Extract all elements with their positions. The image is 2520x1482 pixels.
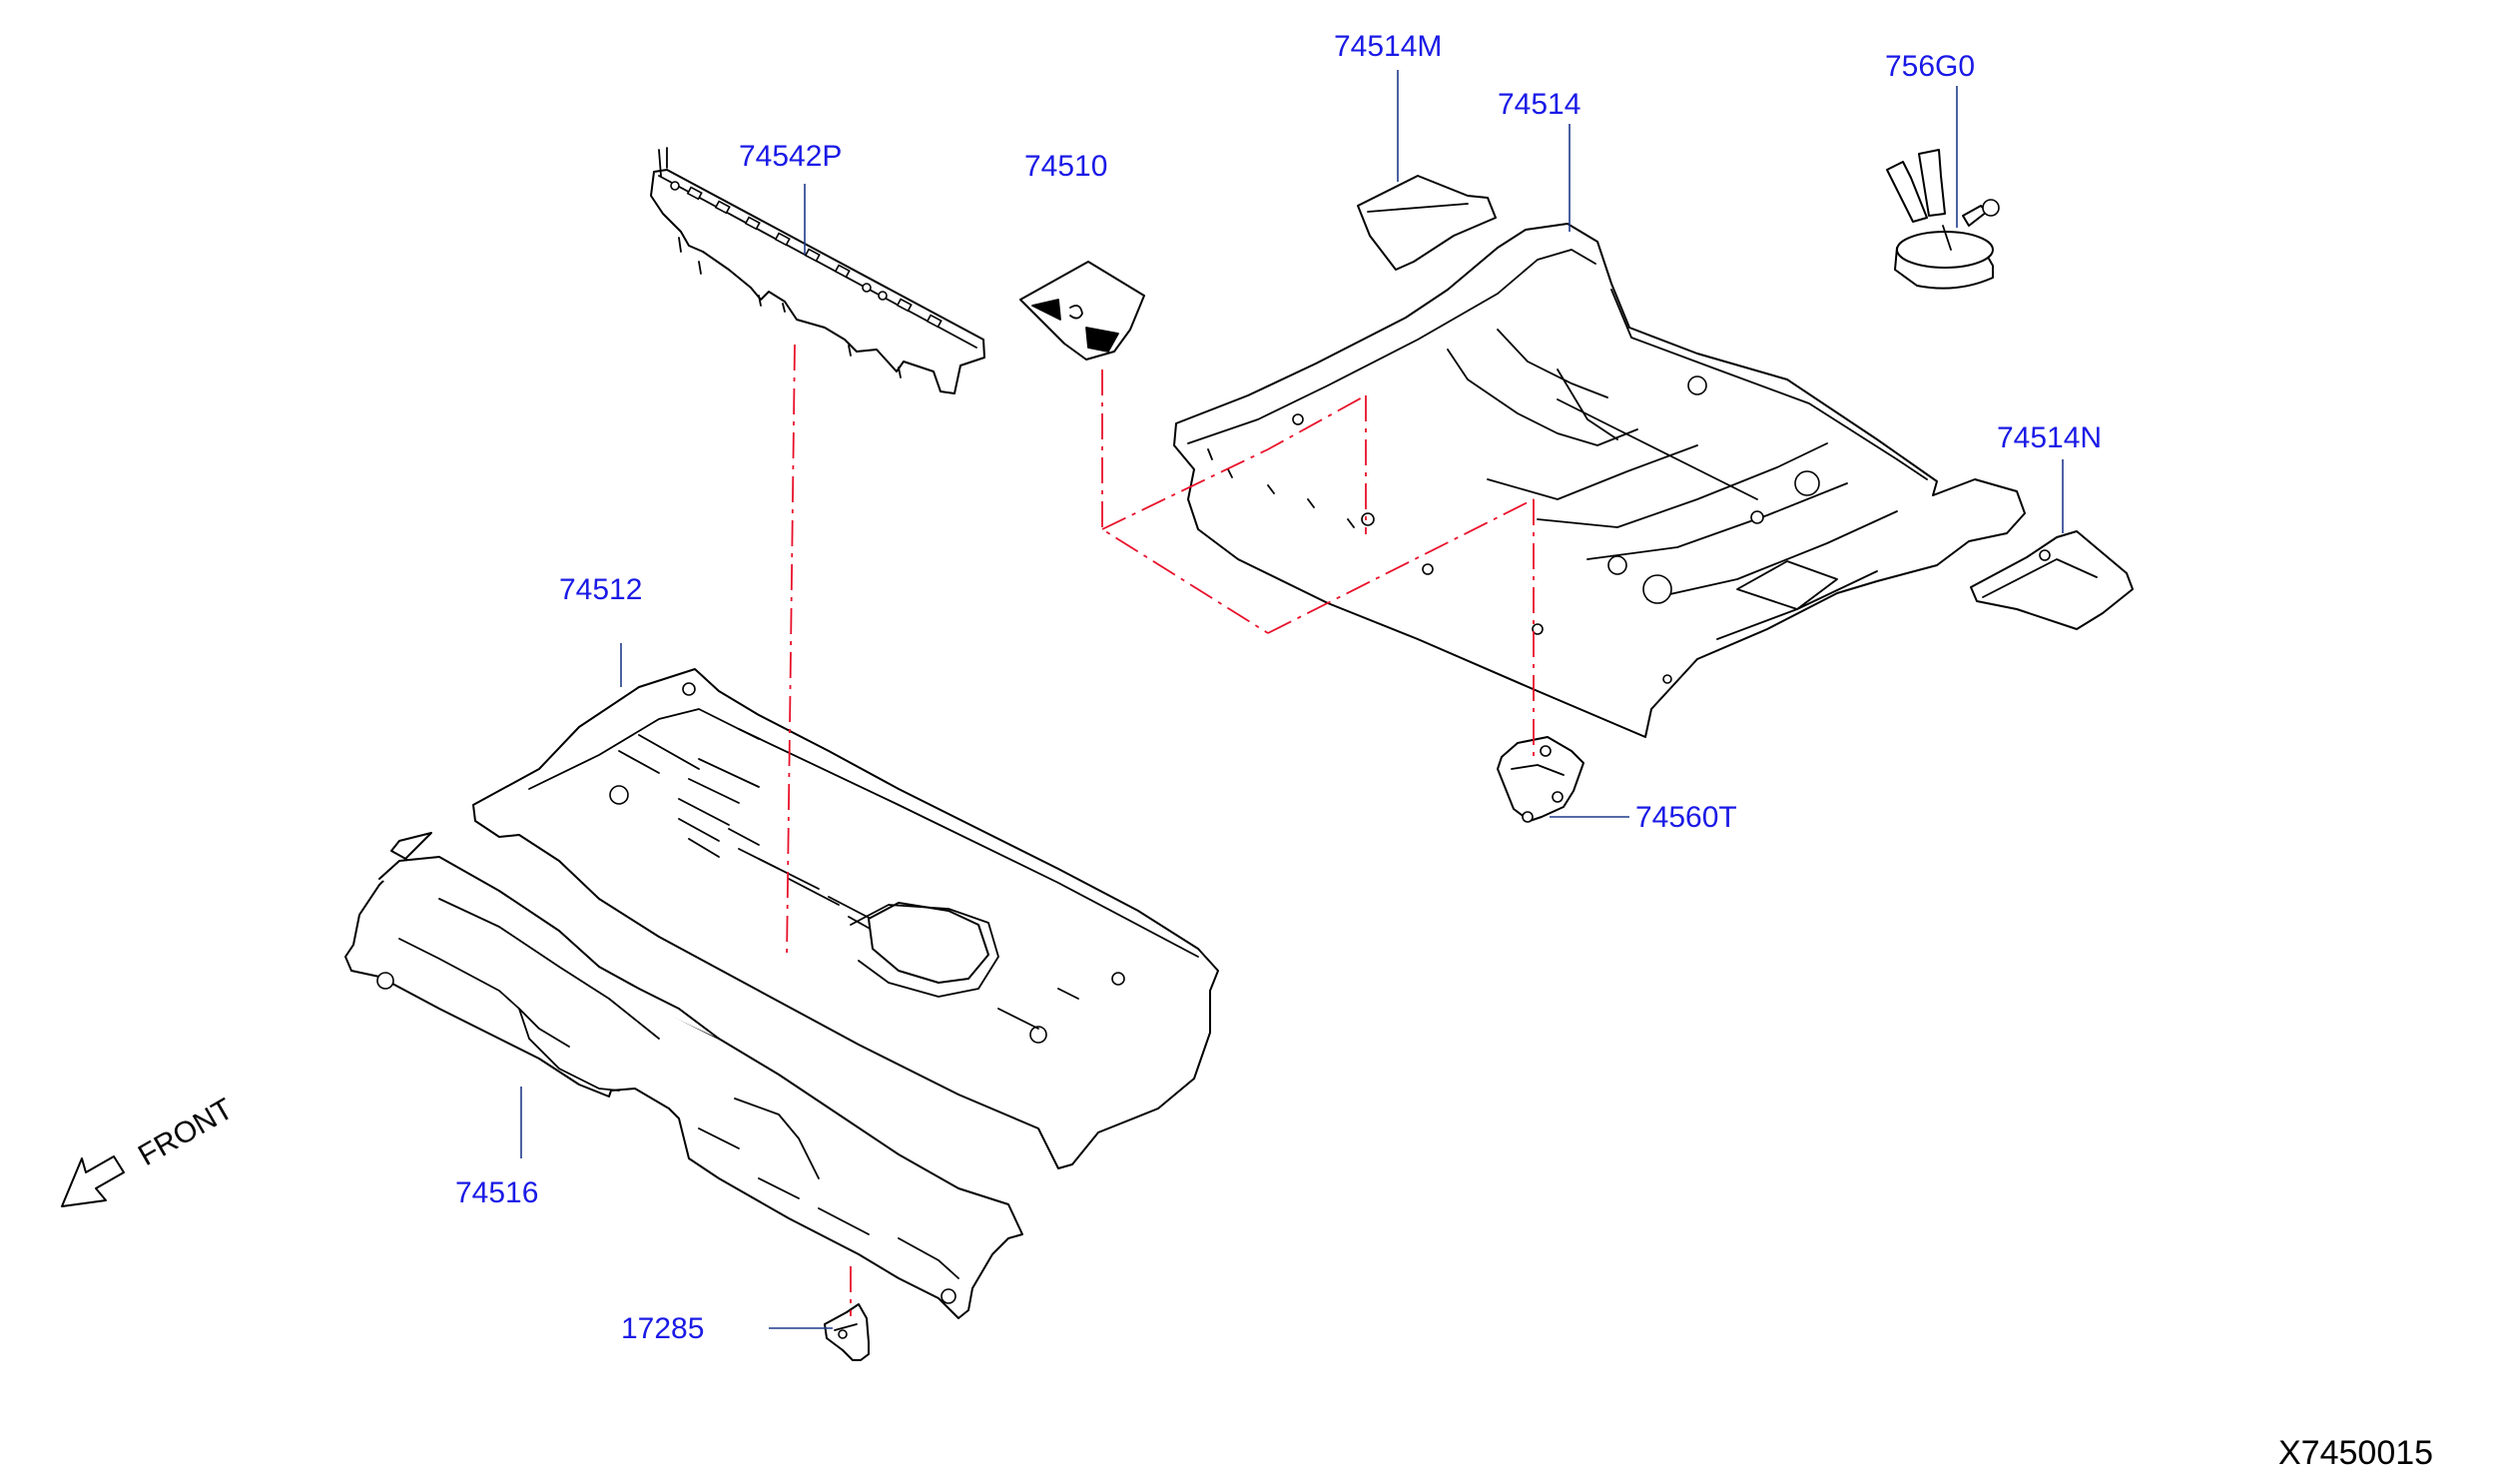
part-74514-rear-floor[interactable] [1173,223,2026,738]
alignment-lines [786,344,1535,1316]
part-74514M-bracket[interactable] [1357,175,1497,271]
label-74542P[interactable]: 74542P [739,140,842,173]
part-74510-plate[interactable] [1019,261,1145,361]
part-74512-front-floor[interactable] [472,668,1219,1169]
label-17285[interactable]: 17285 [621,1312,704,1345]
part-74560T-bracket[interactable] [1497,736,1584,823]
label-74516[interactable]: 74516 [455,1176,538,1209]
label-74560T[interactable]: 74560T [1635,801,1737,834]
diagram-id: X7450015 [2278,1434,2433,1472]
part-74514N-bracket[interactable] [1970,530,2134,630]
label-74514M[interactable]: 74514M [1334,30,1442,63]
label-74514[interactable]: 74514 [1498,88,1580,121]
label-756G0[interactable]: 756G0 [1885,50,1975,83]
label-74510[interactable]: 74510 [1024,150,1107,183]
label-74514N[interactable]: 74514N [1997,421,2102,454]
part-74516-reinforcement[interactable] [344,832,1023,1319]
label-74512[interactable]: 74512 [559,573,642,606]
front-direction-indicator: FRONT [61,1093,239,1207]
leader-lines [520,70,2064,1329]
part-labels: 74542P 74510 74514M 74514 756G0 74514N 7… [455,30,2102,1345]
front-arrow-icon [61,1155,125,1207]
part-756G0-spare-tire-clamp[interactable] [1886,149,2000,290]
part-17285-clip[interactable] [824,1303,870,1361]
front-label: FRONT [133,1093,239,1172]
part-74542P-crossmember[interactable] [650,147,985,394]
